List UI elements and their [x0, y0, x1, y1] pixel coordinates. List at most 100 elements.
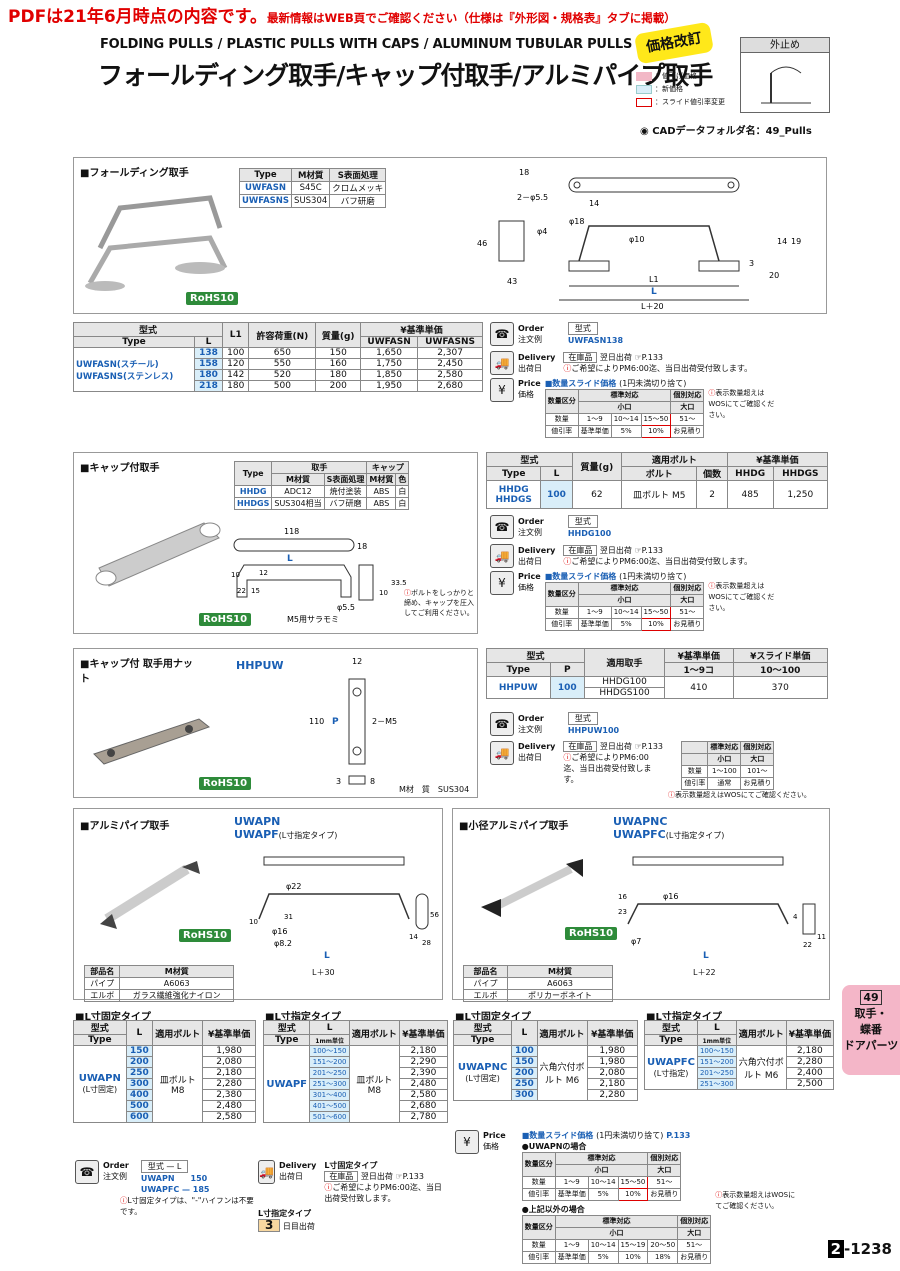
page-title: フォールディング取手/キャップ付取手/アルミパイプ取手: [98, 61, 713, 90]
svg-text:L: L: [651, 287, 657, 297]
svg-text:M5用サラモミ: M5用サラモミ: [287, 615, 339, 624]
svg-text:φ10: φ10: [629, 235, 644, 244]
svg-text:11: 11: [817, 933, 826, 941]
cap-pull-drawing: 118 L 18 12 10 22 15 10 33.5 φ5.5 M5用サラモ…: [231, 527, 407, 624]
cad-icon: ◉: [640, 126, 649, 137]
rohs-badge: RoHS10: [199, 777, 252, 790]
svg-text:23: 23: [618, 908, 627, 916]
nut-panel: ■キャップ付 取手用ナット HHPUW RoHS10 12 P 110 2－M5…: [73, 648, 478, 798]
svg-text:φ22: φ22: [286, 882, 301, 891]
svg-text:22: 22: [803, 941, 812, 949]
svg-text:18: 18: [519, 168, 529, 177]
rohs-badge: RoHS10: [565, 927, 618, 940]
svg-text:14: 14: [777, 237, 787, 246]
mount-diagram-icon: [761, 66, 811, 104]
cad-folder: ◉ CADデータフォルダ名：49_Pulls: [640, 126, 812, 137]
svg-text:4: 4: [793, 913, 798, 921]
price-legend: ：値下げ価格 ：新価格 ：スライド値引率変更: [636, 70, 725, 109]
aluminum-pull-image: [100, 861, 200, 929]
delivery-truck-icon: 🚚: [490, 741, 514, 765]
svg-text:φ5.5: φ5.5: [337, 603, 355, 612]
price-yen-icon: ¥: [455, 1130, 479, 1154]
svg-text:L＋20: L＋20: [641, 302, 664, 311]
order-icon: ☎: [490, 712, 514, 736]
order-icon: ☎: [490, 515, 514, 539]
svg-text:14: 14: [409, 933, 418, 941]
small-aluminum-pull-drawing: 16 23 φ16 φ7 11 22 4: [618, 856, 826, 949]
svg-text:31: 31: [284, 913, 293, 921]
svg-text:φ16: φ16: [663, 892, 678, 901]
svg-text:56: 56: [430, 911, 439, 919]
svg-text:10: 10: [249, 918, 258, 926]
svg-text:43: 43: [507, 277, 517, 286]
svg-text:28: 28: [422, 939, 431, 947]
svg-text:L1: L1: [649, 275, 659, 284]
svg-text:118: 118: [284, 527, 299, 536]
rohs-badge: RoHS10: [199, 613, 252, 626]
svg-text:φ8.2: φ8.2: [274, 939, 292, 948]
delivery-truck-icon: 🚚: [258, 1160, 275, 1184]
svg-text:12: 12: [352, 657, 362, 666]
aluminum-pull-drawing: φ22 31 10 56 14 φ16 φ8.2 28: [249, 856, 439, 948]
folding-pull-drawing: 18 2－φ5.5 14 φ4 φ18 φ10 46 14 19 43 3 20…: [477, 168, 801, 311]
en-title: FOLDING PULLS / PLASTIC PULLS WITH CAPS …: [100, 37, 633, 52]
page-number: 2-1238: [827, 1240, 892, 1258]
small-aluminum-pull-image: [481, 859, 583, 917]
rohs-badge: RoHS10: [179, 929, 232, 942]
svg-text:22: 22: [237, 587, 246, 595]
svg-text:2－φ5.5: 2－φ5.5: [517, 193, 548, 202]
svg-text:φ7: φ7: [631, 937, 641, 946]
rohs-badge: RoHS10: [186, 292, 239, 305]
svg-text:10: 10: [231, 571, 240, 579]
nut-drawing: 12 P 110 2－M5 3 8: [309, 657, 397, 786]
svg-text:15: 15: [251, 587, 260, 595]
svg-text:2－M5: 2－M5: [372, 717, 397, 726]
cap-pull-image: [95, 522, 221, 587]
svg-text:φ16: φ16: [272, 927, 287, 936]
price-yen-icon: ¥: [490, 571, 514, 595]
svg-text:12: 12: [259, 569, 268, 577]
svg-text:20: 20: [769, 271, 779, 280]
svg-text:8: 8: [370, 777, 375, 786]
svg-text:P: P: [332, 717, 339, 727]
svg-text:33.5: 33.5: [391, 579, 407, 587]
svg-text:L: L: [287, 554, 293, 564]
svg-text:14: 14: [589, 199, 599, 208]
svg-text:110: 110: [309, 717, 324, 726]
order-icon: ☎: [75, 1160, 99, 1184]
svg-text:18: 18: [357, 542, 367, 551]
svg-text:φ4: φ4: [537, 227, 547, 236]
external-mount-box: 外止め: [740, 37, 830, 113]
svg-text:φ18: φ18: [569, 217, 584, 226]
nut-image: [93, 718, 211, 765]
section-tab[interactable]: 49 取手・蝶番ドアパーツ: [842, 985, 900, 1075]
svg-text:3: 3: [749, 259, 754, 268]
svg-text:46: 46: [477, 239, 487, 248]
svg-text:16: 16: [618, 893, 627, 901]
price-yen-icon: ¥: [490, 378, 514, 402]
svg-text:3: 3: [336, 777, 341, 786]
delivery-truck-icon: 🚚: [490, 544, 514, 568]
notice: PDFは21年6月時点の内容です。最新情報はWEB頁でご確認ください（仕様は『外…: [8, 7, 676, 27]
delivery-truck-icon: 🚚: [490, 351, 514, 375]
